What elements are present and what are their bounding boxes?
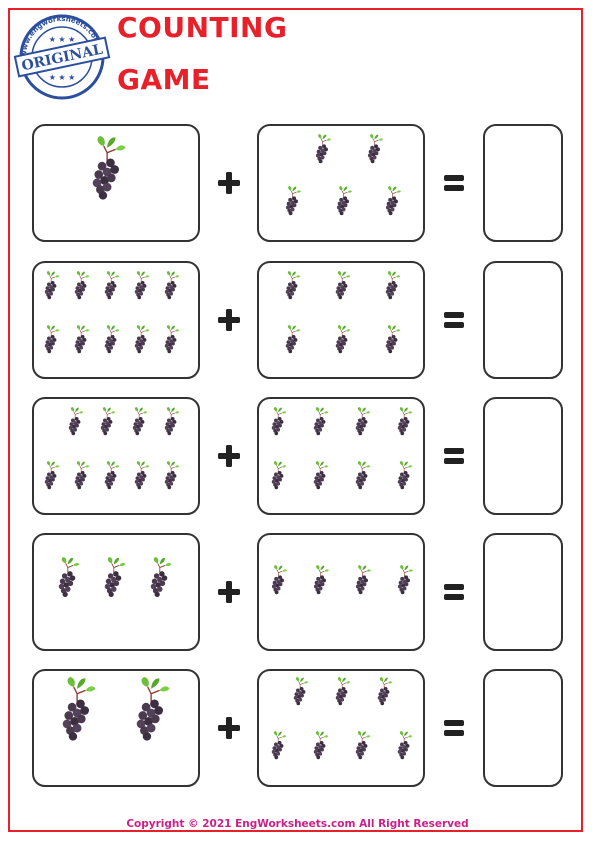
grape-bunch-icon (385, 186, 402, 216)
grape-bunch-icon (271, 565, 288, 595)
grape-bunch-icon (68, 407, 84, 436)
grape-bunch-icon (367, 134, 384, 164)
plus-icon (218, 717, 240, 739)
grape-bunch-icon (385, 325, 401, 354)
grape-bunch-icon (271, 731, 287, 760)
grape-bunch-icon (164, 461, 180, 490)
grape-bunch-icon (397, 407, 413, 436)
grape-bunch-icon (164, 271, 180, 300)
equals-icon (444, 175, 464, 191)
svg-text:★ ★ ★: ★ ★ ★ (49, 35, 76, 44)
grape-bunch-icon (397, 461, 413, 490)
right-count-box (257, 669, 425, 787)
right-count-box (257, 124, 425, 242)
plus-icon (218, 309, 240, 331)
grape-bunch-icon (104, 325, 120, 354)
grape-bunch-icon (335, 677, 351, 706)
grape-bunch-icon (271, 461, 287, 490)
grape-bunch-icon (271, 407, 287, 436)
title-line-1: COUNTING (117, 11, 288, 44)
grape-bunch-icon (74, 271, 90, 300)
left-count-box (32, 124, 200, 242)
grape-bunch-icon (313, 731, 329, 760)
grape-bunch-icon (397, 731, 413, 760)
left-count-box (32, 533, 200, 651)
grape-bunch-icon (355, 461, 371, 490)
right-count-box (257, 261, 425, 379)
grape-bunch-icon (100, 407, 116, 436)
left-count-box (32, 669, 200, 787)
grape-bunch-icon (92, 136, 127, 201)
grape-bunch-icon (335, 325, 351, 354)
grape-bunch-icon (44, 271, 60, 300)
grape-bunch-icon (58, 557, 80, 598)
grape-bunch-icon (385, 271, 401, 300)
grape-bunch-icon (293, 677, 309, 706)
grape-bunch-icon (164, 325, 180, 354)
grape-bunch-icon (336, 186, 353, 216)
page-border (8, 8, 583, 832)
left-count-box (32, 397, 200, 515)
grape-bunch-icon (285, 186, 302, 216)
footer-copyright: Copyright © 2021 EngWorksheets.com All R… (126, 818, 469, 830)
equals-icon (444, 720, 464, 736)
grape-bunch-icon (355, 731, 371, 760)
svg-text:★ ★ ★: ★ ★ ★ (49, 73, 76, 82)
grape-bunch-icon (355, 407, 371, 436)
grape-bunch-icon (104, 271, 120, 300)
left-count-box (32, 261, 200, 379)
title-line-2: GAME (117, 63, 211, 96)
grape-bunch-icon (377, 677, 393, 706)
grape-bunch-icon (134, 461, 150, 490)
answer-box[interactable] (483, 397, 563, 515)
grape-bunch-icon (335, 271, 351, 300)
answer-box[interactable] (483, 533, 563, 651)
grape-bunch-icon (44, 461, 60, 490)
grape-bunch-icon (397, 565, 414, 595)
grape-bunch-icon (132, 407, 148, 436)
grape-bunch-icon (313, 461, 329, 490)
equals-icon (444, 312, 464, 328)
plus-icon (218, 172, 240, 194)
answer-box[interactable] (483, 261, 563, 379)
answer-box[interactable] (483, 669, 563, 787)
grape-bunch-icon (136, 677, 171, 742)
grape-bunch-icon (285, 325, 301, 354)
grape-bunch-icon (44, 325, 60, 354)
plus-icon (218, 445, 240, 467)
right-count-box (257, 533, 425, 651)
grape-bunch-icon (150, 557, 172, 598)
grape-bunch-icon (134, 271, 150, 300)
grape-bunch-icon (134, 325, 150, 354)
grape-bunch-icon (313, 407, 329, 436)
grape-bunch-icon (355, 565, 372, 595)
original-stamp-icon: www.engworksheets.com ORIGINAL ★ ★ ★ ★ ★… (13, 14, 111, 100)
grape-bunch-icon (285, 271, 301, 300)
grape-bunch-icon (164, 407, 180, 436)
grape-bunch-icon (315, 134, 332, 164)
grape-bunch-icon (62, 677, 97, 742)
answer-box[interactable] (483, 124, 563, 242)
plus-icon (218, 581, 240, 603)
grape-bunch-icon (74, 325, 90, 354)
equals-icon (444, 584, 464, 600)
equals-icon (444, 448, 464, 464)
grape-bunch-icon (313, 565, 330, 595)
right-count-box (257, 397, 425, 515)
grape-bunch-icon (104, 557, 126, 598)
grape-bunch-icon (74, 461, 90, 490)
grape-bunch-icon (104, 461, 120, 490)
